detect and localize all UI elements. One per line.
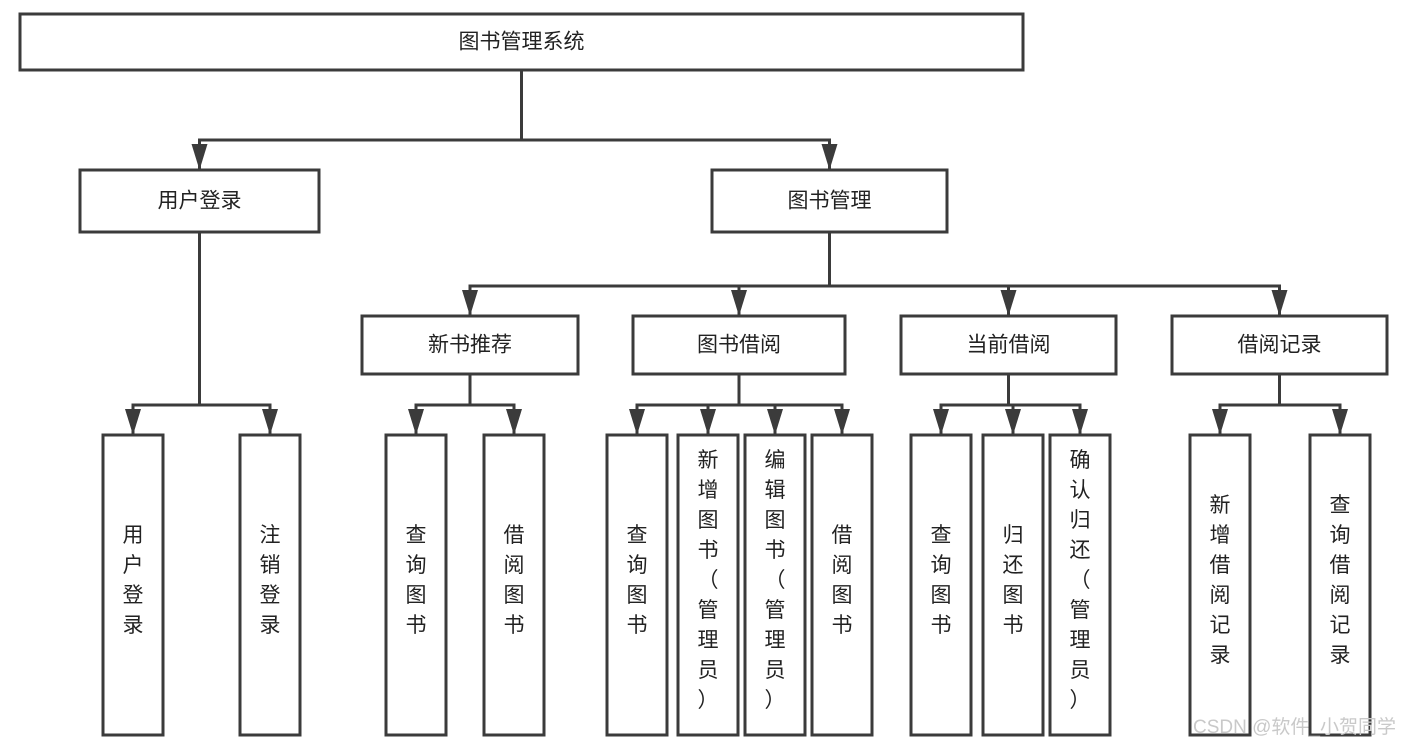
node-leaf-borrow-book-recommend[interactable]: 借阅图书 — [482, 433, 546, 737]
arrow-icon-leaf-add-record — [1212, 409, 1228, 435]
csdn-watermark: CSDN @软件_小贺同学 — [1193, 716, 1396, 738]
arrow-icon-leaf-borrow-book — [834, 409, 850, 435]
node-leaf-logout[interactable]: 注销登录 — [238, 433, 302, 737]
arrow-icon-current-borrow — [1000, 290, 1017, 316]
node-layer: 图书管理系统用户登录图书管理新书推荐图书借阅当前借阅借阅记录用户登录注销登录查询… — [18, 12, 1389, 737]
node-leaf-add-book[interactable]: 新增图书（管理员） — [676, 433, 740, 737]
arrow-icon-leaf-query-record — [1332, 409, 1348, 435]
node-label-leaf-return-book: 归还图书 — [1003, 524, 1024, 637]
node-leaf-query-book-recommend[interactable]: 查询图书 — [384, 433, 448, 737]
node-box-leaf-query-record — [1308, 433, 1372, 737]
node-box-leaf-edit-book — [743, 433, 807, 737]
node-box-current-borrow — [899, 314, 1118, 376]
arrow-icon-leaf-edit-book — [767, 409, 783, 435]
node-box-leaf-add-book — [676, 433, 740, 737]
arrow-icon-leaf-logout — [262, 409, 278, 435]
arrow-icon-leaf-return-book — [1005, 409, 1021, 435]
node-label-leaf-logout: 注销登录 — [260, 524, 281, 637]
node-user-login[interactable]: 用户登录 — [78, 168, 321, 234]
arrow-icon-user-login — [191, 144, 208, 170]
node-box-leaf-logout — [238, 433, 302, 737]
node-box-new-book-recommend — [360, 314, 580, 376]
node-label-book-borrow: 图书借阅 — [697, 334, 781, 357]
node-new-book-recommend[interactable]: 新书推荐 — [360, 314, 580, 376]
arrow-icon-borrow-record — [1271, 290, 1288, 316]
arrow-icon-leaf-query-book-borrow — [629, 409, 645, 435]
node-label-leaf-borrow-book: 借阅图书 — [832, 524, 853, 637]
node-box-leaf-borrow-book-recommend — [482, 433, 546, 737]
arrow-icon-book-manage — [821, 144, 838, 170]
node-box-leaf-confirm-return — [1048, 433, 1112, 737]
node-leaf-query-book-borrow[interactable]: 查询图书 — [605, 433, 669, 737]
node-label-leaf-query-book-recommend: 查询图书 — [406, 524, 427, 637]
arrow-icon-leaf-confirm-return — [1072, 409, 1088, 435]
arrow-icon-leaf-user-login — [125, 409, 141, 435]
edge-group-current-borrow — [933, 372, 1088, 437]
node-box-leaf-query-book-current — [909, 433, 973, 737]
node-leaf-borrow-book[interactable]: 借阅图书 — [810, 433, 874, 737]
node-label-borrow-record: 借阅记录 — [1238, 334, 1322, 357]
edge-group-user-login — [125, 230, 278, 437]
node-label-new-book-recommend: 新书推荐 — [428, 334, 512, 357]
node-leaf-query-record[interactable]: 查询借阅记录 — [1308, 433, 1372, 737]
node-label-root: 图书管理系统 — [459, 31, 585, 54]
node-box-leaf-borrow-book — [810, 433, 874, 737]
arrow-icon-leaf-query-book-recommend — [408, 409, 424, 435]
node-book-manage[interactable]: 图书管理 — [710, 168, 949, 234]
node-leaf-confirm-return[interactable]: 确认归还（管理员） — [1048, 433, 1112, 737]
node-book-borrow[interactable]: 图书借阅 — [631, 314, 847, 376]
node-label-leaf-add-book: 新增图书（管理员） — [698, 449, 719, 712]
node-label-leaf-query-book-borrow: 查询图书 — [627, 524, 648, 637]
node-leaf-add-record[interactable]: 新增借阅记录 — [1188, 433, 1252, 737]
node-box-user-login — [78, 168, 321, 234]
node-label-leaf-user-login: 用户登录 — [123, 524, 144, 637]
node-box-root — [18, 12, 1025, 72]
node-leaf-query-book-current[interactable]: 查询图书 — [909, 433, 973, 737]
arrow-icon-book-borrow — [731, 290, 747, 316]
edge-group-borrow-record — [1212, 372, 1348, 437]
connector-layer — [125, 68, 1348, 437]
node-leaf-edit-book[interactable]: 编辑图书（管理员） — [743, 433, 807, 737]
node-box-book-manage — [710, 168, 949, 234]
arrow-icon-new-book-recommend — [462, 290, 478, 316]
arrow-icon-leaf-add-book — [700, 409, 716, 435]
node-box-leaf-add-record — [1188, 433, 1252, 737]
node-label-leaf-add-record: 新增借阅记录 — [1210, 494, 1231, 667]
node-box-leaf-user-login — [101, 433, 165, 737]
arrow-icon-leaf-borrow-book-recommend — [506, 409, 522, 435]
node-label-leaf-borrow-book-recommend: 借阅图书 — [504, 524, 525, 637]
node-box-leaf-query-book-borrow — [605, 433, 669, 737]
edge-group-root — [191, 68, 838, 172]
node-label-user-login: 用户登录 — [158, 190, 242, 213]
edge-group-book-manage — [462, 230, 1288, 318]
node-box-book-borrow — [631, 314, 847, 376]
node-label-leaf-query-record: 查询借阅记录 — [1330, 494, 1351, 667]
node-borrow-record[interactable]: 借阅记录 — [1170, 314, 1389, 376]
node-current-borrow[interactable]: 当前借阅 — [899, 314, 1118, 376]
arrow-icon-leaf-query-book-current — [933, 409, 949, 435]
node-box-leaf-query-book-recommend — [384, 433, 448, 737]
node-label-leaf-edit-book: 编辑图书（管理员） — [765, 449, 786, 712]
node-label-current-borrow: 当前借阅 — [967, 334, 1051, 357]
node-leaf-return-book[interactable]: 归还图书 — [981, 433, 1045, 737]
node-box-borrow-record — [1170, 314, 1389, 376]
edge-group-book-borrow — [629, 372, 850, 437]
node-label-leaf-confirm-return: 确认归还（管理员） — [1070, 449, 1091, 712]
node-leaf-user-login[interactable]: 用户登录 — [101, 433, 165, 737]
node-label-leaf-query-book-current: 查询图书 — [931, 524, 952, 637]
node-label-book-manage: 图书管理 — [788, 190, 872, 213]
node-root[interactable]: 图书管理系统 — [18, 12, 1025, 72]
node-box-leaf-return-book — [981, 433, 1045, 737]
edge-group-new-book-recommend — [408, 372, 522, 437]
